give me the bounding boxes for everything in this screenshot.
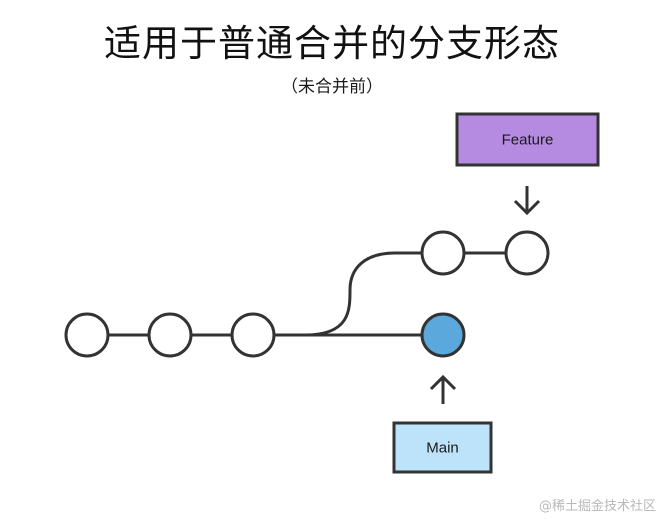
diagram-subtitle: （未合并前） bbox=[281, 77, 383, 97]
feature-pointer-arrow-icon bbox=[513, 186, 541, 216]
main-head-commit bbox=[420, 312, 466, 358]
feature-commit-1 bbox=[420, 230, 466, 276]
commit-node-2 bbox=[147, 312, 193, 358]
feature-branch-curve bbox=[275, 251, 421, 337]
commit-node-3 bbox=[230, 312, 276, 358]
commit-node-1 bbox=[64, 312, 110, 358]
main-pointer-arrow-icon bbox=[429, 374, 457, 404]
feature-label-box bbox=[455, 112, 600, 167]
main-label-box bbox=[392, 421, 493, 474]
feature-label: Feature bbox=[502, 132, 554, 149]
main-label: Main bbox=[426, 440, 459, 457]
diagram-title: 适用于普通合并的分支形态 bbox=[104, 22, 560, 65]
watermark: @稀土掘金技术社区 bbox=[538, 499, 656, 514]
feature-head-commit bbox=[504, 230, 550, 276]
